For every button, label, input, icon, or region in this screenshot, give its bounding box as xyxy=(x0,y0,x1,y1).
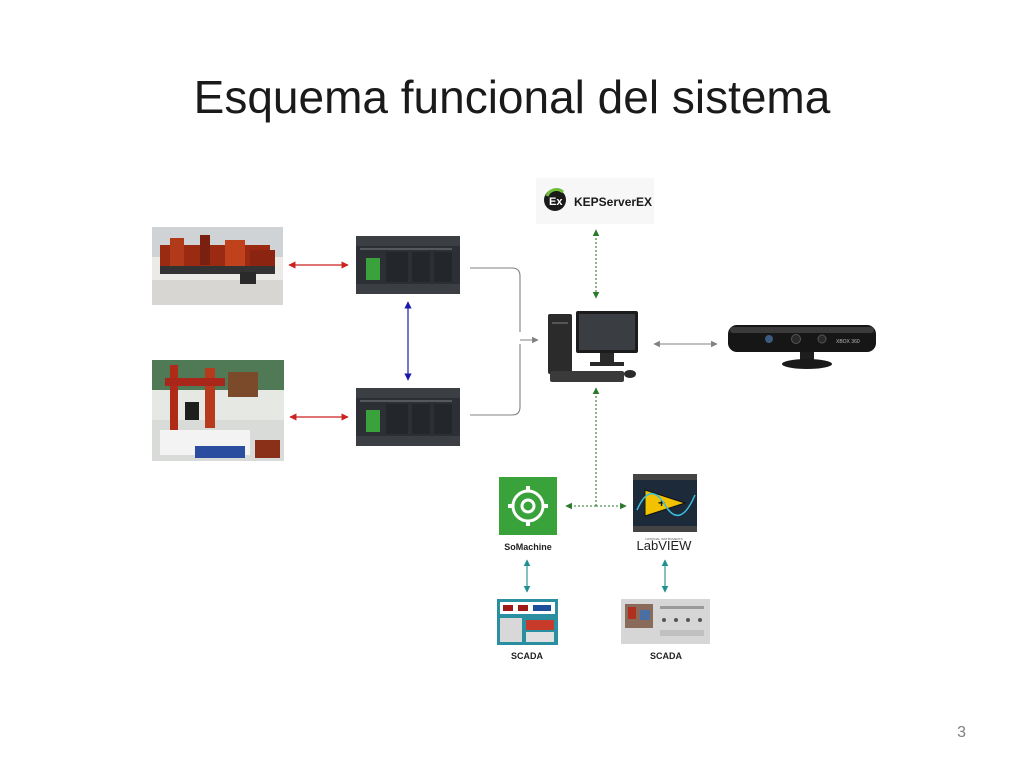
kepserver-badge-text: Ex xyxy=(549,196,563,208)
labview-logo: + NATIONAL INSTRUMENTS LabVIEW xyxy=(633,474,697,553)
link-plc2-to-pc xyxy=(470,344,521,416)
plc-controller-bottom xyxy=(356,388,460,446)
link-plc1-to-pc xyxy=(470,267,521,332)
labview-label: LabVIEW xyxy=(637,538,693,553)
plc-controller-top xyxy=(356,236,460,294)
factory-station-photo-top xyxy=(152,227,283,305)
pc-workstation xyxy=(548,311,638,382)
kinect-sensor: XBOX 360 xyxy=(728,325,876,369)
labview-small-text: NATIONAL INSTRUMENTS xyxy=(645,537,682,541)
svg-text:+: + xyxy=(658,496,665,510)
kinect-label: XBOX 360 xyxy=(836,339,860,345)
factory-station-photo-bottom xyxy=(152,360,284,461)
slide-title: Esquema funcional del sistema xyxy=(193,71,831,123)
page-number: 3 xyxy=(957,724,966,741)
scada-screen-left xyxy=(497,599,558,645)
scada-screen-right xyxy=(621,599,710,644)
scada-right-label: SCADA xyxy=(650,651,683,661)
scada-left-label: SCADA xyxy=(511,651,544,661)
kepserver-logo: Ex KEPServerEX xyxy=(536,178,654,224)
kepserver-logo-text: KEPServerEX xyxy=(574,195,652,209)
somachine-label: SoMachine xyxy=(504,542,552,552)
somachine-logo xyxy=(499,477,557,535)
